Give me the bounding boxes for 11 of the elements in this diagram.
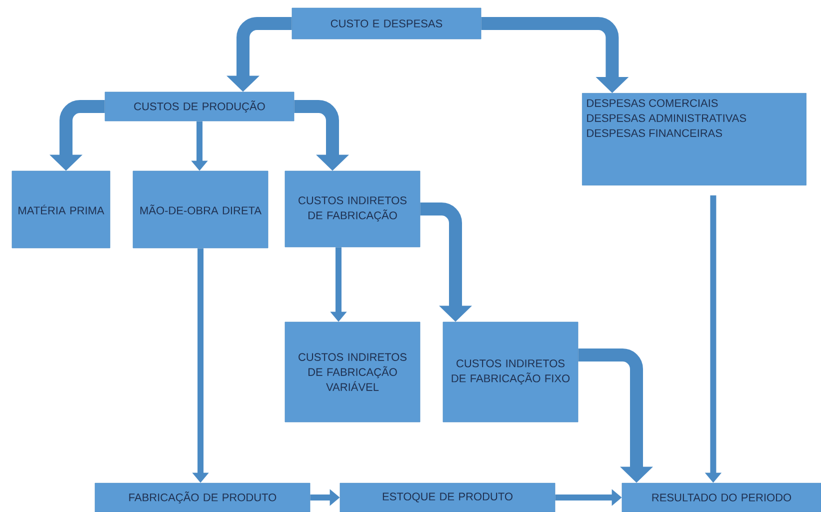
process-box: CUSTOS INDIRETOS DE FABRICAÇÃO VARIÁVEL: [284, 322, 420, 422]
process-box: FABRICAÇÃO DE PRODUTO: [94, 482, 310, 512]
process-box: RESULTADO DO PERIODO: [622, 482, 821, 512]
process-box: CUSTOS INDIRETOS DE FABRICAÇÃO: [284, 170, 420, 248]
process-box: CUSTOS DE PRODUÇÃO: [104, 92, 294, 122]
process-box: CUSTOS INDIRETOS DE FABRICAÇÃO FIXO: [442, 322, 578, 422]
process-box: MATÉRIA PRIMA: [12, 170, 110, 248]
process-box: DESPESAS COMERCIAIS DESPESAS ADMINISTRATIVAS DESPESAS FINANCEIRAS: [582, 93, 806, 186]
process-box: CUSTO E DESPESAS: [292, 8, 482, 40]
process-box: ESTOQUE DE PRODUTO: [340, 482, 556, 512]
process-box: MÃO-DE-OBRA DIRETA: [132, 170, 268, 248]
